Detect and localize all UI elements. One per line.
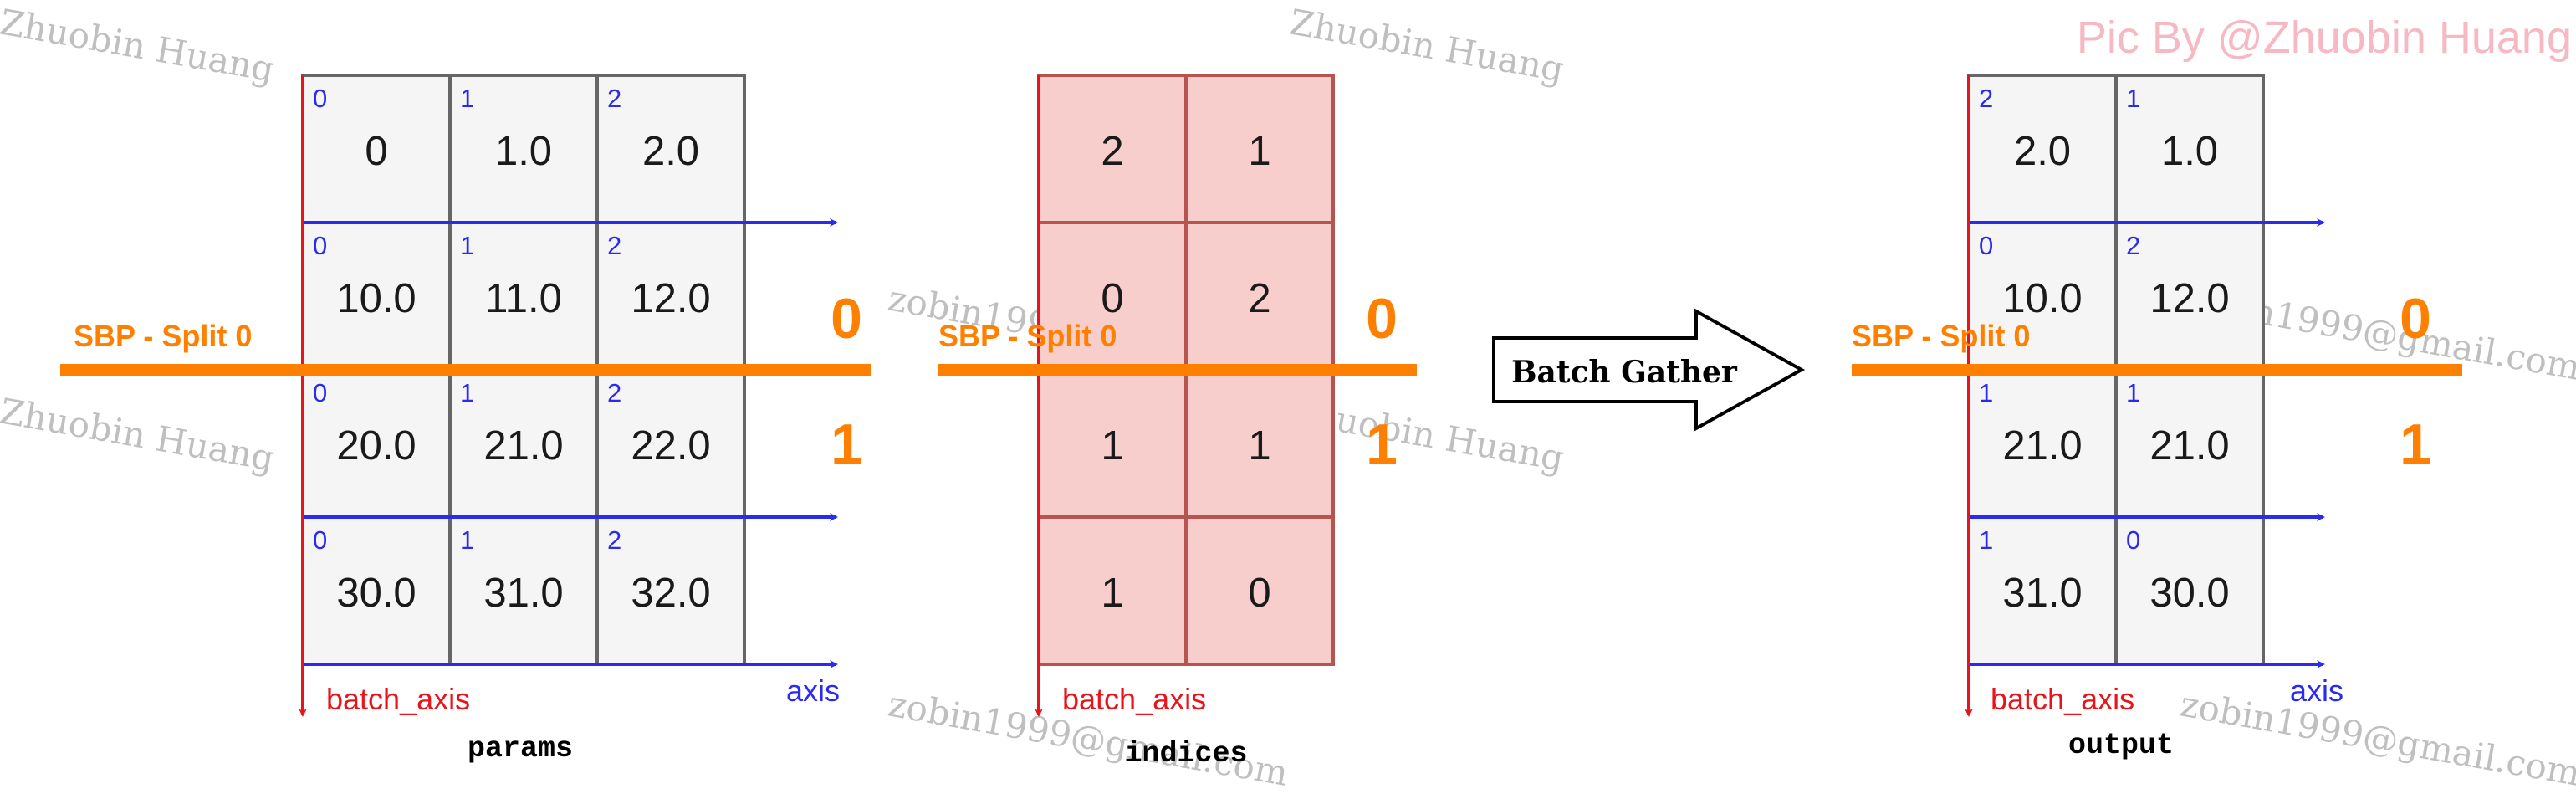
cell-value: 1.0 — [495, 129, 552, 174]
axis-label: axis — [786, 674, 840, 708]
cell-value: 1 — [1248, 423, 1270, 469]
arrow-shape — [1492, 308, 1806, 432]
cell-value: 1 — [1101, 423, 1123, 469]
column-index: 1 — [1979, 378, 1993, 407]
column-index: 2 — [607, 231, 621, 260]
axis-label: axis — [2290, 674, 2343, 708]
sbp-part-label: 1 — [2400, 412, 2431, 476]
column-index: 2 — [607, 378, 621, 407]
column-index: 1 — [1979, 525, 1993, 555]
batch-axis-label: batch_axis — [326, 682, 470, 716]
watermark-email: zobin1999@gmail.com — [2177, 684, 2576, 794]
sbp-label: SBP - Split 0 — [1852, 319, 2030, 353]
cell-value: 21.0 — [483, 423, 563, 469]
cell-value: 2 — [1101, 129, 1123, 174]
cell-value: 10.0 — [2002, 276, 2082, 321]
params-sbp-split: SBP - Split 0 0 1 — [60, 287, 871, 476]
cell-value: 32.0 — [631, 571, 710, 616]
params-caption: params — [468, 732, 573, 766]
cell-value: 1.0 — [2161, 129, 2218, 174]
cell-value: 21.0 — [2149, 423, 2229, 469]
column-index: 0 — [2126, 525, 2140, 555]
cell-value: 20.0 — [336, 423, 416, 469]
cell-value: 0 — [365, 129, 387, 174]
column-index: 0 — [1979, 231, 1993, 260]
column-index: 0 — [313, 525, 327, 555]
indices-sbp-split: SBP - Split 0 0 1 — [938, 287, 1417, 476]
cell-value: 11.0 — [485, 276, 562, 321]
cell-value: 2 — [1248, 276, 1270, 321]
sbp-label: SBP - Split 0 — [74, 319, 252, 353]
indices-table: batch_axis 2 1 0 2 1 1 1 0 indices — [1035, 74, 1335, 771]
params-table: axis batch_axis 0 0 1 1.0 2 2.0 0 10.0 1… — [299, 74, 840, 766]
output-sbp-split: SBP - Split 0 0 1 — [1852, 287, 2462, 476]
cell-value: 2.0 — [2014, 129, 2071, 174]
column-index: 1 — [2126, 84, 2140, 113]
column-index: 1 — [460, 525, 474, 555]
column-index: 0 — [313, 84, 327, 113]
sbp-part-label: 0 — [831, 287, 862, 351]
batch-gather-arrow: Batch Gather — [1492, 308, 1806, 432]
column-index: 2 — [607, 84, 621, 113]
cell-value: 12.0 — [631, 276, 710, 321]
output-caption: output — [2068, 729, 2174, 762]
sbp-part-label: 1 — [1366, 412, 1398, 476]
output-table: axis batch_axis 2 2.0 1 1.0 0 10.0 2 12.… — [1965, 74, 2343, 762]
cell-value: 31.0 — [2002, 571, 2082, 616]
column-index: 1 — [2126, 378, 2140, 407]
cell-value: 1 — [1248, 129, 1270, 174]
cell-value: 0 — [1101, 276, 1123, 321]
cell-value: 2.0 — [642, 129, 699, 174]
sbp-part-label: 0 — [2400, 287, 2431, 351]
cell-value: 30.0 — [336, 571, 416, 616]
column-index: 0 — [313, 231, 327, 260]
watermark-name: Zhuobin Huang — [0, 391, 278, 479]
cell-value: 21.0 — [2002, 423, 2082, 469]
column-index: 2 — [2126, 231, 2140, 260]
cell-value: 12.0 — [2149, 276, 2229, 321]
cell-value: 31.0 — [483, 571, 563, 616]
sbp-part-label: 1 — [831, 412, 862, 476]
batch-axis-label: batch_axis — [1062, 682, 1206, 716]
credit-watermark: Pic By @Zhuobin Huang — [2077, 13, 2572, 63]
column-index: 1 — [460, 84, 474, 113]
cell-value: 30.0 — [2149, 571, 2229, 616]
column-index: 2 — [607, 525, 621, 555]
sbp-part-label: 0 — [1366, 287, 1398, 351]
operation-label: Batch Gather — [1511, 355, 1738, 390]
column-index: 1 — [460, 231, 474, 260]
indices-caption: indices — [1124, 737, 1247, 771]
batch-axis-label: batch_axis — [1991, 682, 2134, 716]
cell-value: 22.0 — [631, 423, 710, 469]
sbp-label: SBP - Split 0 — [938, 319, 1117, 353]
cell-value: 0 — [1248, 571, 1270, 616]
cell-value: 10.0 — [336, 276, 416, 321]
column-index: 1 — [460, 378, 474, 407]
watermark-name: Zhuobin Huang — [0, 2, 278, 90]
column-index: 2 — [1979, 84, 1993, 113]
column-index: 0 — [313, 378, 327, 407]
cell-value: 1 — [1101, 571, 1123, 616]
